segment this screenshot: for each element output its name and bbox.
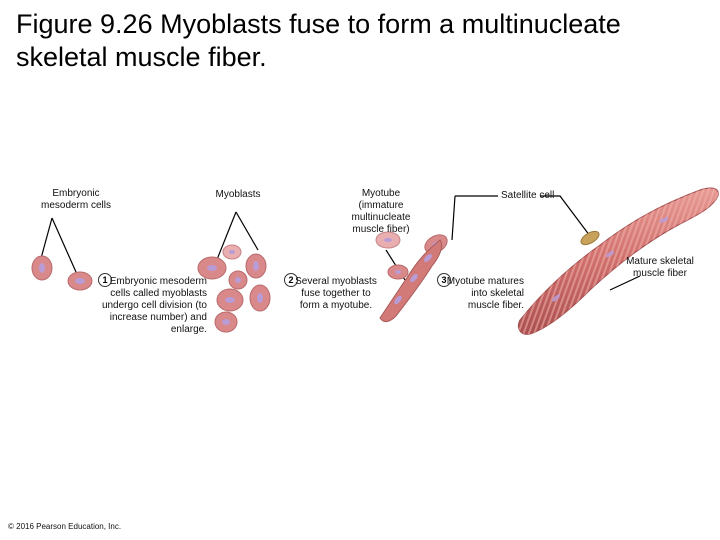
label-myotube: Myotube (immature multinucleate muscle f…: [351, 188, 411, 235]
leader-myoblasts-right: [235, 211, 259, 251]
satellite-cell: [580, 230, 600, 246]
mature-muscle-fiber: [517, 187, 719, 335]
label-embryonic-mesoderm: Embryonic mesoderm cells: [40, 188, 112, 211]
mesoderm-cell: [31, 255, 53, 281]
label-mature-fiber: Mature skeletal muscle fiber: [626, 256, 694, 279]
myoblast-cell: [222, 244, 242, 260]
mesoderm-cell: [67, 271, 93, 291]
step-1-text: Embryonic mesoderm cells called myoblast…: [101, 276, 207, 335]
step-2-badge: 2: [284, 273, 298, 287]
copyright-credit: © 2016 Pearson Education, Inc.: [8, 522, 122, 531]
leader-satellite-right: [540, 195, 591, 237]
leader-satellite-left: [451, 195, 498, 241]
step-1-badge: 1: [98, 273, 112, 287]
myoblast-cell: [249, 284, 271, 312]
label-myoblasts: Myoblasts: [215, 189, 261, 200]
leader-lines: [39, 195, 641, 291]
leader-myoblasts-left: [215, 211, 237, 263]
step-3-text: Myotube matures into skeletal muscle fib…: [446, 276, 524, 311]
leader-mesoderm-right: [51, 217, 77, 273]
myoblast-cell: [214, 311, 238, 333]
figure-title: Figure 9.26 Myoblasts fuse to form a mul…: [16, 9, 621, 72]
myoblast-cell: [197, 256, 227, 280]
step-2-text: Several myoblasts fuse together to form …: [295, 276, 377, 311]
label-satellite-cell: Satellite cell: [501, 190, 555, 201]
leader-mature: [609, 275, 641, 291]
myoblast-cell: [228, 270, 248, 290]
myoblast-cell: [216, 288, 244, 312]
myotube: [379, 239, 443, 323]
myoblast-cell: [245, 253, 267, 279]
step-3-badge: 3: [437, 273, 451, 287]
leader-mesoderm-left: [39, 217, 53, 263]
